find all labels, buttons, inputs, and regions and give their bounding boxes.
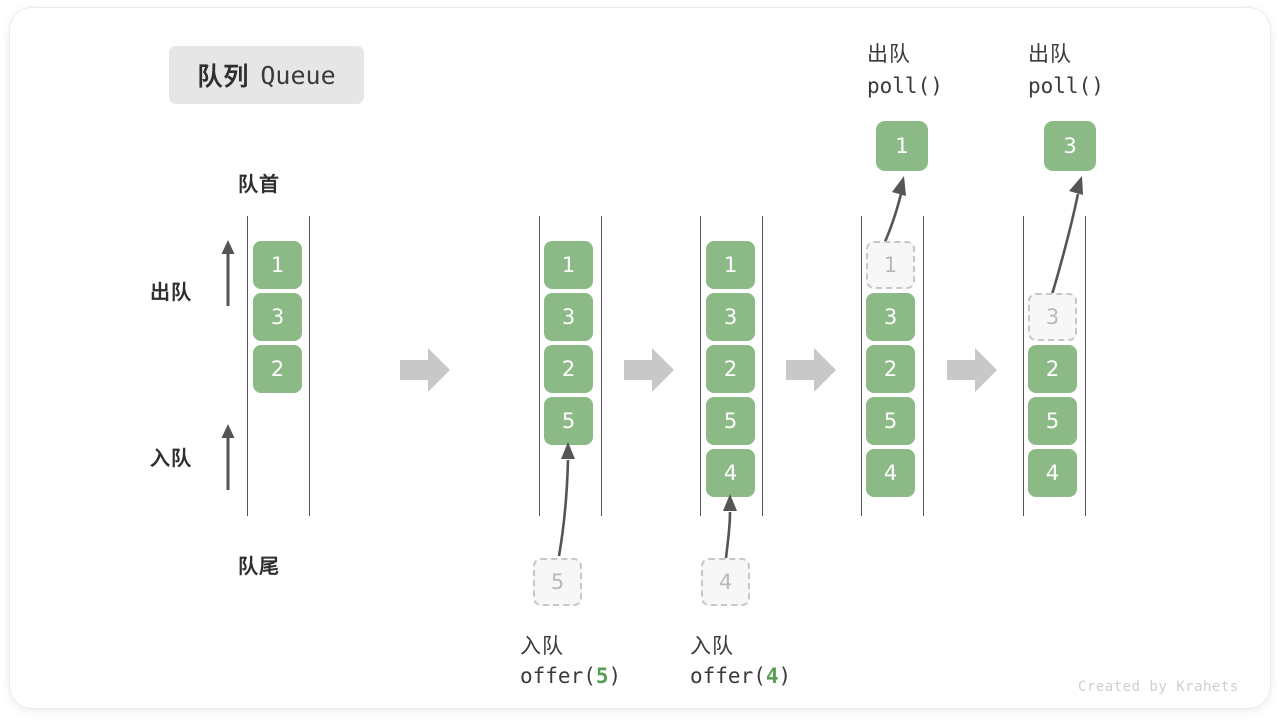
queue-rail-right-2 bbox=[601, 216, 602, 516]
diagram-title-en: Queue bbox=[260, 60, 336, 90]
queue-item: 2 bbox=[706, 345, 755, 393]
dequeue-side-label: 出队 bbox=[150, 282, 192, 304]
popped-item: 3 bbox=[1044, 121, 1096, 171]
enqueue-arrow-icon bbox=[557, 442, 575, 557]
stage-3-caption-arg: 4 bbox=[765, 664, 779, 688]
queue-rail-left-2 bbox=[539, 216, 540, 516]
removed-ghost-item: 3 bbox=[1028, 293, 1077, 341]
queue-item: 5 bbox=[866, 397, 915, 445]
queue-rail-left-1 bbox=[247, 216, 248, 516]
queue-item: 3 bbox=[253, 293, 302, 341]
stage-2-caption-code: offer(5) bbox=[520, 664, 622, 688]
queue-item: 5 bbox=[706, 397, 755, 445]
queue-item: 3 bbox=[866, 293, 915, 341]
queue-item: 1 bbox=[706, 241, 755, 289]
queue-item: 4 bbox=[866, 449, 915, 497]
step-arrow-3-icon bbox=[786, 348, 836, 392]
queue-item: 3 bbox=[544, 293, 593, 341]
step-arrow-4-icon bbox=[947, 348, 997, 392]
queue-rail-left-4 bbox=[861, 216, 862, 516]
queue-rail-left-5 bbox=[1023, 216, 1024, 516]
step-arrow-1-icon bbox=[400, 348, 450, 392]
queue-item: 4 bbox=[1028, 449, 1077, 497]
queue-item: 2 bbox=[1028, 345, 1077, 393]
stage-4-header-code: poll() bbox=[867, 74, 943, 98]
stage-2-caption-arg: 5 bbox=[595, 664, 609, 688]
stage-3-caption-code: offer(4) bbox=[690, 664, 792, 688]
enqueue-side-label: 入队 bbox=[150, 448, 192, 470]
dequeue-direction-arrow-icon bbox=[221, 240, 235, 306]
queue-rear-label: 队尾 bbox=[238, 556, 280, 578]
watermark-credit: Created by Krahets bbox=[1078, 679, 1239, 695]
queue-item: 2 bbox=[866, 345, 915, 393]
queue-rail-left-3 bbox=[700, 216, 701, 516]
incoming-ghost-item: 5 bbox=[533, 558, 582, 606]
queue-item: 1 bbox=[253, 241, 302, 289]
queue-rail-right-3 bbox=[762, 216, 763, 516]
removed-ghost-item: 1 bbox=[866, 241, 915, 289]
popped-item: 1 bbox=[876, 121, 928, 171]
enqueue-direction-arrow-icon bbox=[221, 424, 235, 490]
stage-2-caption-cn: 入队 bbox=[520, 635, 564, 658]
stage-3-caption-cn: 入队 bbox=[690, 635, 734, 658]
queue-rail-right-4 bbox=[923, 216, 924, 516]
queue-item-new: 5 bbox=[544, 397, 593, 445]
enqueue-arrow-icon bbox=[723, 494, 737, 559]
diagram-canvas: 队列 Queue 队首 队尾 出队 入队 1 3 2 1 3 2 5 5 入队 … bbox=[10, 8, 1270, 708]
queue-rail-right-1 bbox=[309, 216, 310, 516]
queue-rail-right-5 bbox=[1085, 216, 1086, 516]
queue-item: 5 bbox=[1028, 397, 1077, 445]
queue-item: 2 bbox=[544, 345, 593, 393]
step-arrow-2-icon bbox=[624, 348, 674, 392]
queue-item: 2 bbox=[253, 345, 302, 393]
queue-front-label: 队首 bbox=[238, 174, 280, 196]
queue-item: 1 bbox=[544, 241, 593, 289]
stage-4-header-cn: 出队 bbox=[867, 43, 911, 66]
stage-5-header-cn: 出队 bbox=[1028, 43, 1072, 66]
queue-item-new: 4 bbox=[706, 449, 755, 497]
diagram-title-cn: 队列 bbox=[197, 63, 250, 91]
incoming-ghost-item: 4 bbox=[701, 558, 750, 606]
stage-5-header-code: poll() bbox=[1028, 74, 1104, 98]
queue-item: 3 bbox=[706, 293, 755, 341]
diagram-title-badge: 队列 Queue bbox=[169, 46, 364, 104]
